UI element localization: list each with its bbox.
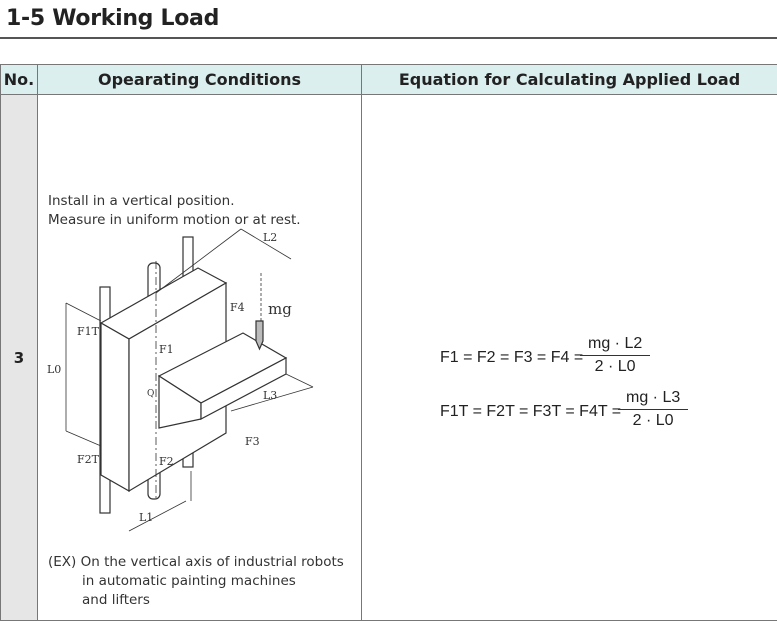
example-line: in automatic painting machines bbox=[48, 572, 344, 591]
equation-2-lhs: F1T = F2T = F3T = F4T = bbox=[440, 403, 621, 421]
equation-1-lhs: F1 = F2 = F3 = F4 = bbox=[440, 349, 583, 367]
label-Q: Q bbox=[147, 389, 154, 399]
label-F1: F1 bbox=[159, 343, 174, 356]
title-underline bbox=[0, 37, 777, 39]
label-F1T: F1T bbox=[77, 325, 100, 338]
equation-cell: F1 = F2 = F3 = F4 = mg · L2 2 · L0 F1T =… bbox=[362, 95, 777, 621]
example-line: (EX) On the vertical axis of industrial … bbox=[48, 553, 344, 572]
table-row: 3 Install in a vertical position. Measur… bbox=[1, 95, 777, 621]
table-header: No. Opearating Conditions Equation for C… bbox=[1, 65, 777, 95]
header-no: No. bbox=[1, 65, 38, 95]
instruction-line: Install in a vertical position. bbox=[48, 192, 301, 211]
example-text: (EX) On the vertical axis of industrial … bbox=[48, 553, 344, 610]
label-L1: L1 bbox=[139, 511, 153, 524]
equation-1-fraction: mg · L2 2 · L0 bbox=[580, 335, 650, 376]
label-L0: L0 bbox=[47, 363, 61, 376]
label-F2T: F2T bbox=[77, 453, 100, 466]
label-L2: L2 bbox=[263, 231, 277, 244]
row-number: 3 bbox=[1, 95, 38, 621]
label-F4: F4 bbox=[230, 301, 245, 314]
vertical-mount-diagram: L0 L1 L2 L3 F1 F2 F3 F4 F1T F2T Q mg bbox=[38, 225, 361, 555]
conditions-cell: Install in a vertical position. Measure … bbox=[38, 95, 362, 621]
section-title: 1-5 Working Load bbox=[6, 6, 219, 31]
working-load-table: No. Opearating Conditions Equation for C… bbox=[0, 64, 777, 621]
header-equation: Equation for Calculating Applied Load bbox=[362, 65, 777, 95]
label-F3: F3 bbox=[245, 435, 260, 448]
label-L3: L3 bbox=[263, 389, 277, 402]
label-mg: mg bbox=[268, 300, 292, 318]
header-conditions: Opearating Conditions bbox=[38, 65, 362, 95]
equation-2-fraction: mg · L3 2 · L0 bbox=[618, 389, 688, 430]
label-F2: F2 bbox=[159, 455, 174, 468]
example-line: and lifters bbox=[48, 591, 344, 610]
